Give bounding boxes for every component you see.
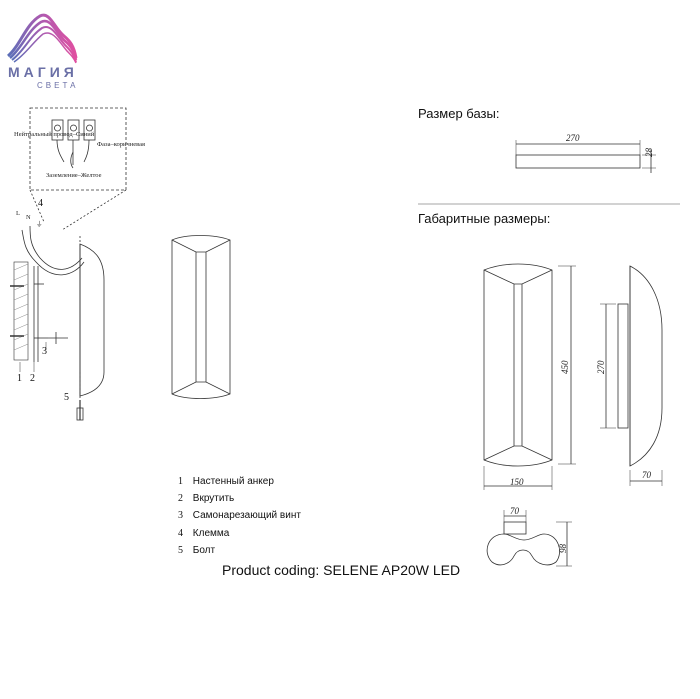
overall-side-view: [600, 265, 663, 486]
brand-logo: [6, 6, 78, 64]
brand-tagline: СВЕТА: [37, 81, 79, 90]
brand-name: МАГИЯ: [8, 64, 78, 80]
dim-top-depth: 98: [558, 544, 568, 553]
product-coding: Product coding: SELENE AP20W LED: [222, 562, 461, 578]
dim-base-height: 28: [644, 148, 654, 157]
terminal-letter-n: N: [26, 214, 31, 221]
overall-front-view: [483, 263, 576, 490]
legend-item-4: 4 Клемма: [178, 528, 230, 539]
installation-side-view: [10, 225, 105, 421]
callout-5: 5: [64, 392, 69, 403]
base-plate-drawing: [515, 140, 656, 173]
terminal-block: [51, 119, 96, 169]
callout-4: 4: [38, 198, 43, 209]
terminal-letter-l: L: [16, 210, 20, 217]
legend-item-3: 3 Самонарезающий винт: [178, 510, 301, 521]
legend-item-1: 1 Настенный анкер: [178, 476, 274, 487]
phase-wire-label: Фаза–коричневая: [97, 141, 146, 148]
ground-wire-label: Заземление–Желтое: [46, 172, 102, 179]
callout-2: 2: [30, 373, 35, 384]
wiring-detail-box: [29, 107, 127, 191]
dim-height: 450: [560, 360, 570, 375]
dim-depth: 70: [642, 470, 651, 480]
logo-waves-icon: [6, 13, 78, 64]
dim-top-width: 70: [510, 506, 519, 516]
legend-item-5: 5 Болт: [178, 545, 216, 556]
legend-item-2: 2 Вкрутить: [178, 493, 235, 504]
dim-side-height: 270: [596, 360, 606, 375]
top-view-drawing: [486, 510, 572, 567]
dim-width: 150: [510, 477, 524, 487]
overall-size-heading: Габаритные размеры:: [418, 211, 551, 226]
dim-base-length: 270: [566, 133, 580, 143]
front-view-drawing: [171, 235, 231, 399]
base-size-heading: Размер базы:: [418, 106, 500, 121]
callout-3: 3: [42, 346, 47, 357]
callout-1: 1: [17, 373, 22, 384]
neutral-wire-label: Нейтральный провод–Синий: [14, 131, 95, 138]
terminal-letter-ground: ⏚: [36, 221, 43, 228]
